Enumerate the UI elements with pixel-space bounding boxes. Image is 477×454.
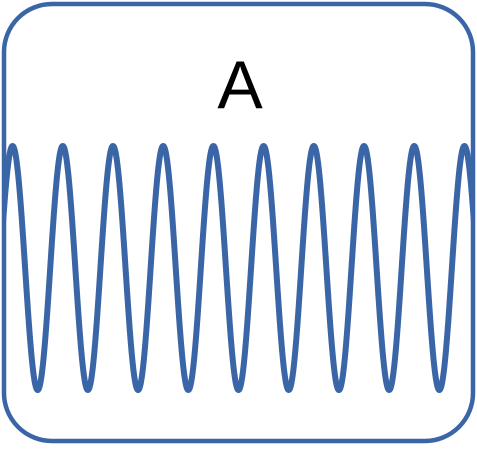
panel-frame-border [1,1,476,444]
panel-frame-background [4,4,473,441]
sine-waveform [4,143,473,393]
panel-label: A [217,47,263,123]
